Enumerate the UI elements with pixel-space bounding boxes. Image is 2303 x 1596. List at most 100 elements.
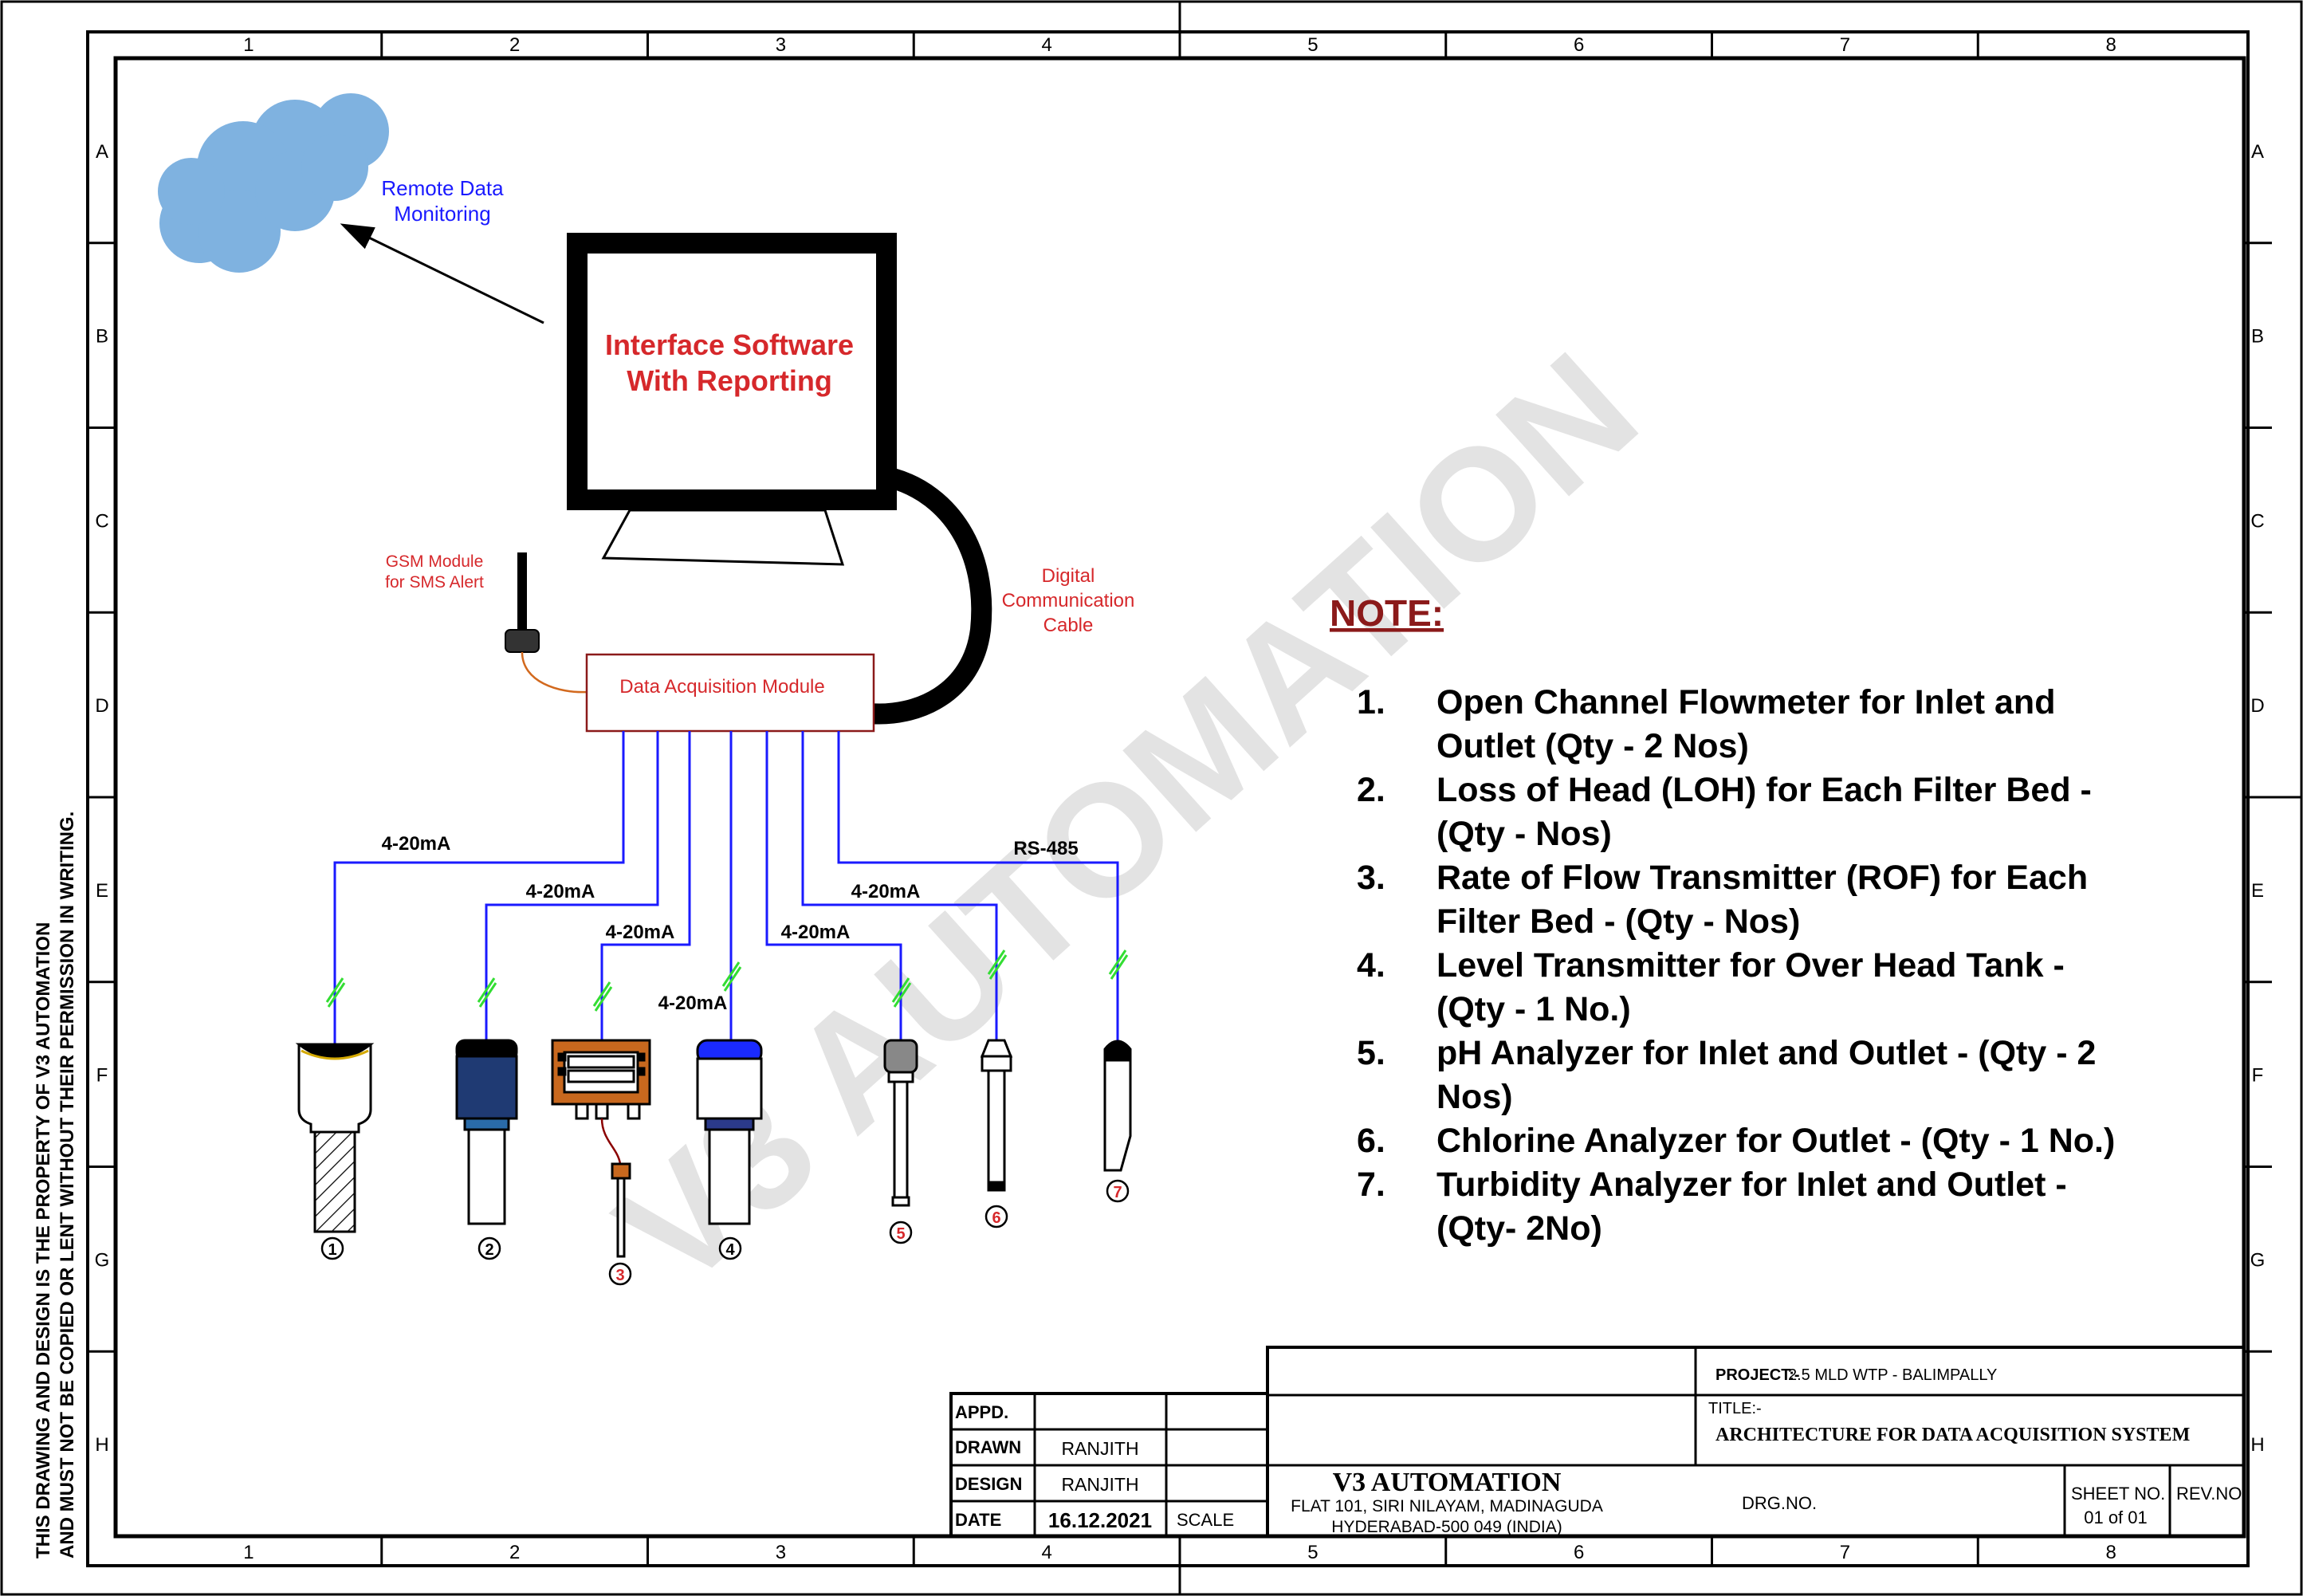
- note-item-text: Turbidity Analyzer for Inlet and Outlet …: [1436, 1166, 2067, 1204]
- signal-label-6: 4-20mA: [851, 881, 921, 902]
- instrument-2-transmitter-icon: [455, 1039, 518, 1225]
- grid-row-label-H: H: [95, 1434, 108, 1456]
- drg-no-label: DRG.NO.: [1742, 1493, 1817, 1513]
- note-item-number: 7.: [1357, 1166, 1385, 1204]
- rev-no-label: REV.NO.: [2176, 1484, 2246, 1504]
- grid-col-label-1: 1: [243, 1542, 253, 1563]
- frame-border: [86, 30, 2250, 1567]
- note-item-text: (Qty - Nos): [1436, 815, 1612, 853]
- svg-text:2: 2: [485, 1241, 493, 1259]
- note-item-text: Filter Bed - (Qty - Nos): [1436, 902, 1800, 941]
- note-item-number: 4.: [1357, 946, 1385, 985]
- grid-row-label-D: D: [95, 695, 108, 717]
- instrument-4-level-transmitter-icon: [696, 1039, 763, 1225]
- ownership-line-1: THIS DRAWING AND DESIGN IS THE PROPERTY …: [33, 922, 54, 1559]
- dam-label: Data Acquisition Module: [619, 676, 824, 698]
- svg-text:7: 7: [1113, 1184, 1122, 1201]
- grid-row-label-G: G: [2250, 1249, 2266, 1271]
- instrument-number-6: 6: [984, 1205, 1008, 1228]
- drawn-label: DRAWN: [955, 1437, 1021, 1457]
- cable-label-line-1: Digital: [1042, 565, 1095, 587]
- wire-5: [765, 731, 902, 1040]
- grid-col-label-3: 3: [776, 1542, 786, 1563]
- monitor-label-line-2: With Reporting: [627, 364, 832, 397]
- date-label: DATE: [955, 1510, 1001, 1530]
- grid-col-label-3: 3: [776, 34, 786, 56]
- instrument-number-7: 7: [1106, 1179, 1130, 1203]
- design-label: DESIGN: [955, 1474, 1022, 1494]
- design-value: RANJITH: [1061, 1474, 1138, 1495]
- instrument-7-turbidity-sensor-icon: [1103, 1040, 1132, 1172]
- instrument-1-flowmeter-icon: [295, 1043, 375, 1233]
- grid-row-label-F: F: [2252, 1065, 2264, 1087]
- data-acquisition-module: [585, 653, 875, 733]
- ownership-line-2: AND MUST NOT BE COPIED OR LENT WITHOUT T…: [57, 812, 78, 1559]
- grid-row-label-B: B: [2251, 326, 2264, 348]
- company-address-line-1: FLAT 101, SIRI NILAYAM, MADINAGUDA: [1291, 1497, 1603, 1515]
- wire-2: [485, 731, 659, 1040]
- signal-label-5: 4-20mA: [781, 922, 851, 943]
- note-title: NOTE:: [1330, 592, 1444, 634]
- svg-text:4: 4: [725, 1241, 735, 1259]
- note-item-text: Rate of Flow Transmitter (ROF) for Each: [1436, 859, 2088, 897]
- wire-6: [801, 731, 998, 1040]
- note-item-text: Chlorine Analyzer for Outlet - (Qty - 1 …: [1436, 1122, 2115, 1160]
- grid-col-label-6: 6: [1574, 1542, 1584, 1563]
- note-list: 1.Open Channel Flowmeter for Inlet andOu…: [1357, 683, 2115, 1248]
- grid-col-label-4: 4: [1041, 1542, 1051, 1563]
- note-item-text: (Qty- 2No): [1436, 1209, 1602, 1248]
- instrument-6-chlorine-sensor-icon: [980, 1039, 1013, 1192]
- sheet-no-value: 01 of 01: [2084, 1508, 2148, 1527]
- grid-col-label-2: 2: [509, 34, 520, 56]
- sheet-no-label: SHEET NO.: [2071, 1484, 2165, 1504]
- note-item-number: 5.: [1357, 1034, 1385, 1072]
- cloud-icon: [158, 93, 389, 273]
- appd-label: APPD.: [955, 1402, 1008, 1422]
- company-name: V3 AUTOMATION: [1333, 1468, 1562, 1497]
- note-item-text: Nos): [1436, 1078, 1513, 1116]
- cloud-arrow: [340, 223, 544, 324]
- instrument-number-1: 1: [320, 1236, 344, 1260]
- grid-col-label-6: 6: [1574, 34, 1584, 56]
- grid-row-label-E: E: [96, 880, 108, 902]
- grid-row-label-H: H: [2250, 1434, 2264, 1456]
- instrument-number-3: 3: [608, 1262, 632, 1286]
- grid-col-label-7: 7: [1840, 34, 1850, 56]
- title-block: [949, 1346, 2246, 1538]
- shield-marks: [325, 949, 1129, 1012]
- wire-7: [837, 731, 1119, 1040]
- gsm-label-line-2: for SMS Alert: [385, 573, 484, 592]
- grid-row-label-F: F: [96, 1065, 108, 1087]
- instrument-number-5: 5: [889, 1221, 913, 1244]
- gsm-label-line-1: GSM Module: [386, 552, 484, 571]
- communication-cable: [859, 468, 992, 725]
- wire-1: [333, 731, 625, 1044]
- grid-row-label-C: C: [2250, 510, 2264, 532]
- note-item-number: 6.: [1357, 1122, 1385, 1160]
- signal-label-3: 4-20mA: [606, 922, 675, 943]
- scale-label: SCALE: [1177, 1510, 1234, 1530]
- grid-col-label-1: 1: [243, 34, 253, 56]
- drawn-value: RANJITH: [1061, 1438, 1138, 1459]
- grid-col-label-7: 7: [1840, 1542, 1850, 1563]
- title-label: TITLE:-: [1708, 1400, 1762, 1417]
- note-item-text: Loss of Head (LOH) for Each Filter Bed -: [1436, 771, 2092, 809]
- project-label: PROJECT:-: [1715, 1366, 1800, 1384]
- grid-row-label-A: A: [2251, 141, 2264, 163]
- grid-col-label-2: 2: [509, 1542, 520, 1563]
- cloud-label-line-1: Remote Data: [381, 176, 504, 200]
- note-item-text: Open Channel Flowmeter for Inlet and: [1436, 683, 2055, 721]
- note-item-number: 2.: [1357, 771, 1385, 809]
- grid-col-label-8: 8: [2105, 34, 2116, 56]
- instrument-number-4: 4: [718, 1236, 742, 1260]
- instrument-number-2: 2: [477, 1236, 501, 1260]
- instrument-number-circles: 1 2 3 4 5 6 7: [320, 1179, 1130, 1286]
- grid-row-label-C: C: [95, 510, 108, 532]
- svg-text:5: 5: [896, 1225, 905, 1243]
- grid-row-label-E: E: [2251, 880, 2264, 902]
- note-item-text: (Qty - 1 No.): [1436, 990, 1631, 1028]
- company-address-line-2: HYDERABAD-500 049 (INDIA): [1331, 1518, 1562, 1536]
- svg-text:3: 3: [615, 1267, 624, 1284]
- date-value: 16.12.2021: [1048, 1508, 1152, 1532]
